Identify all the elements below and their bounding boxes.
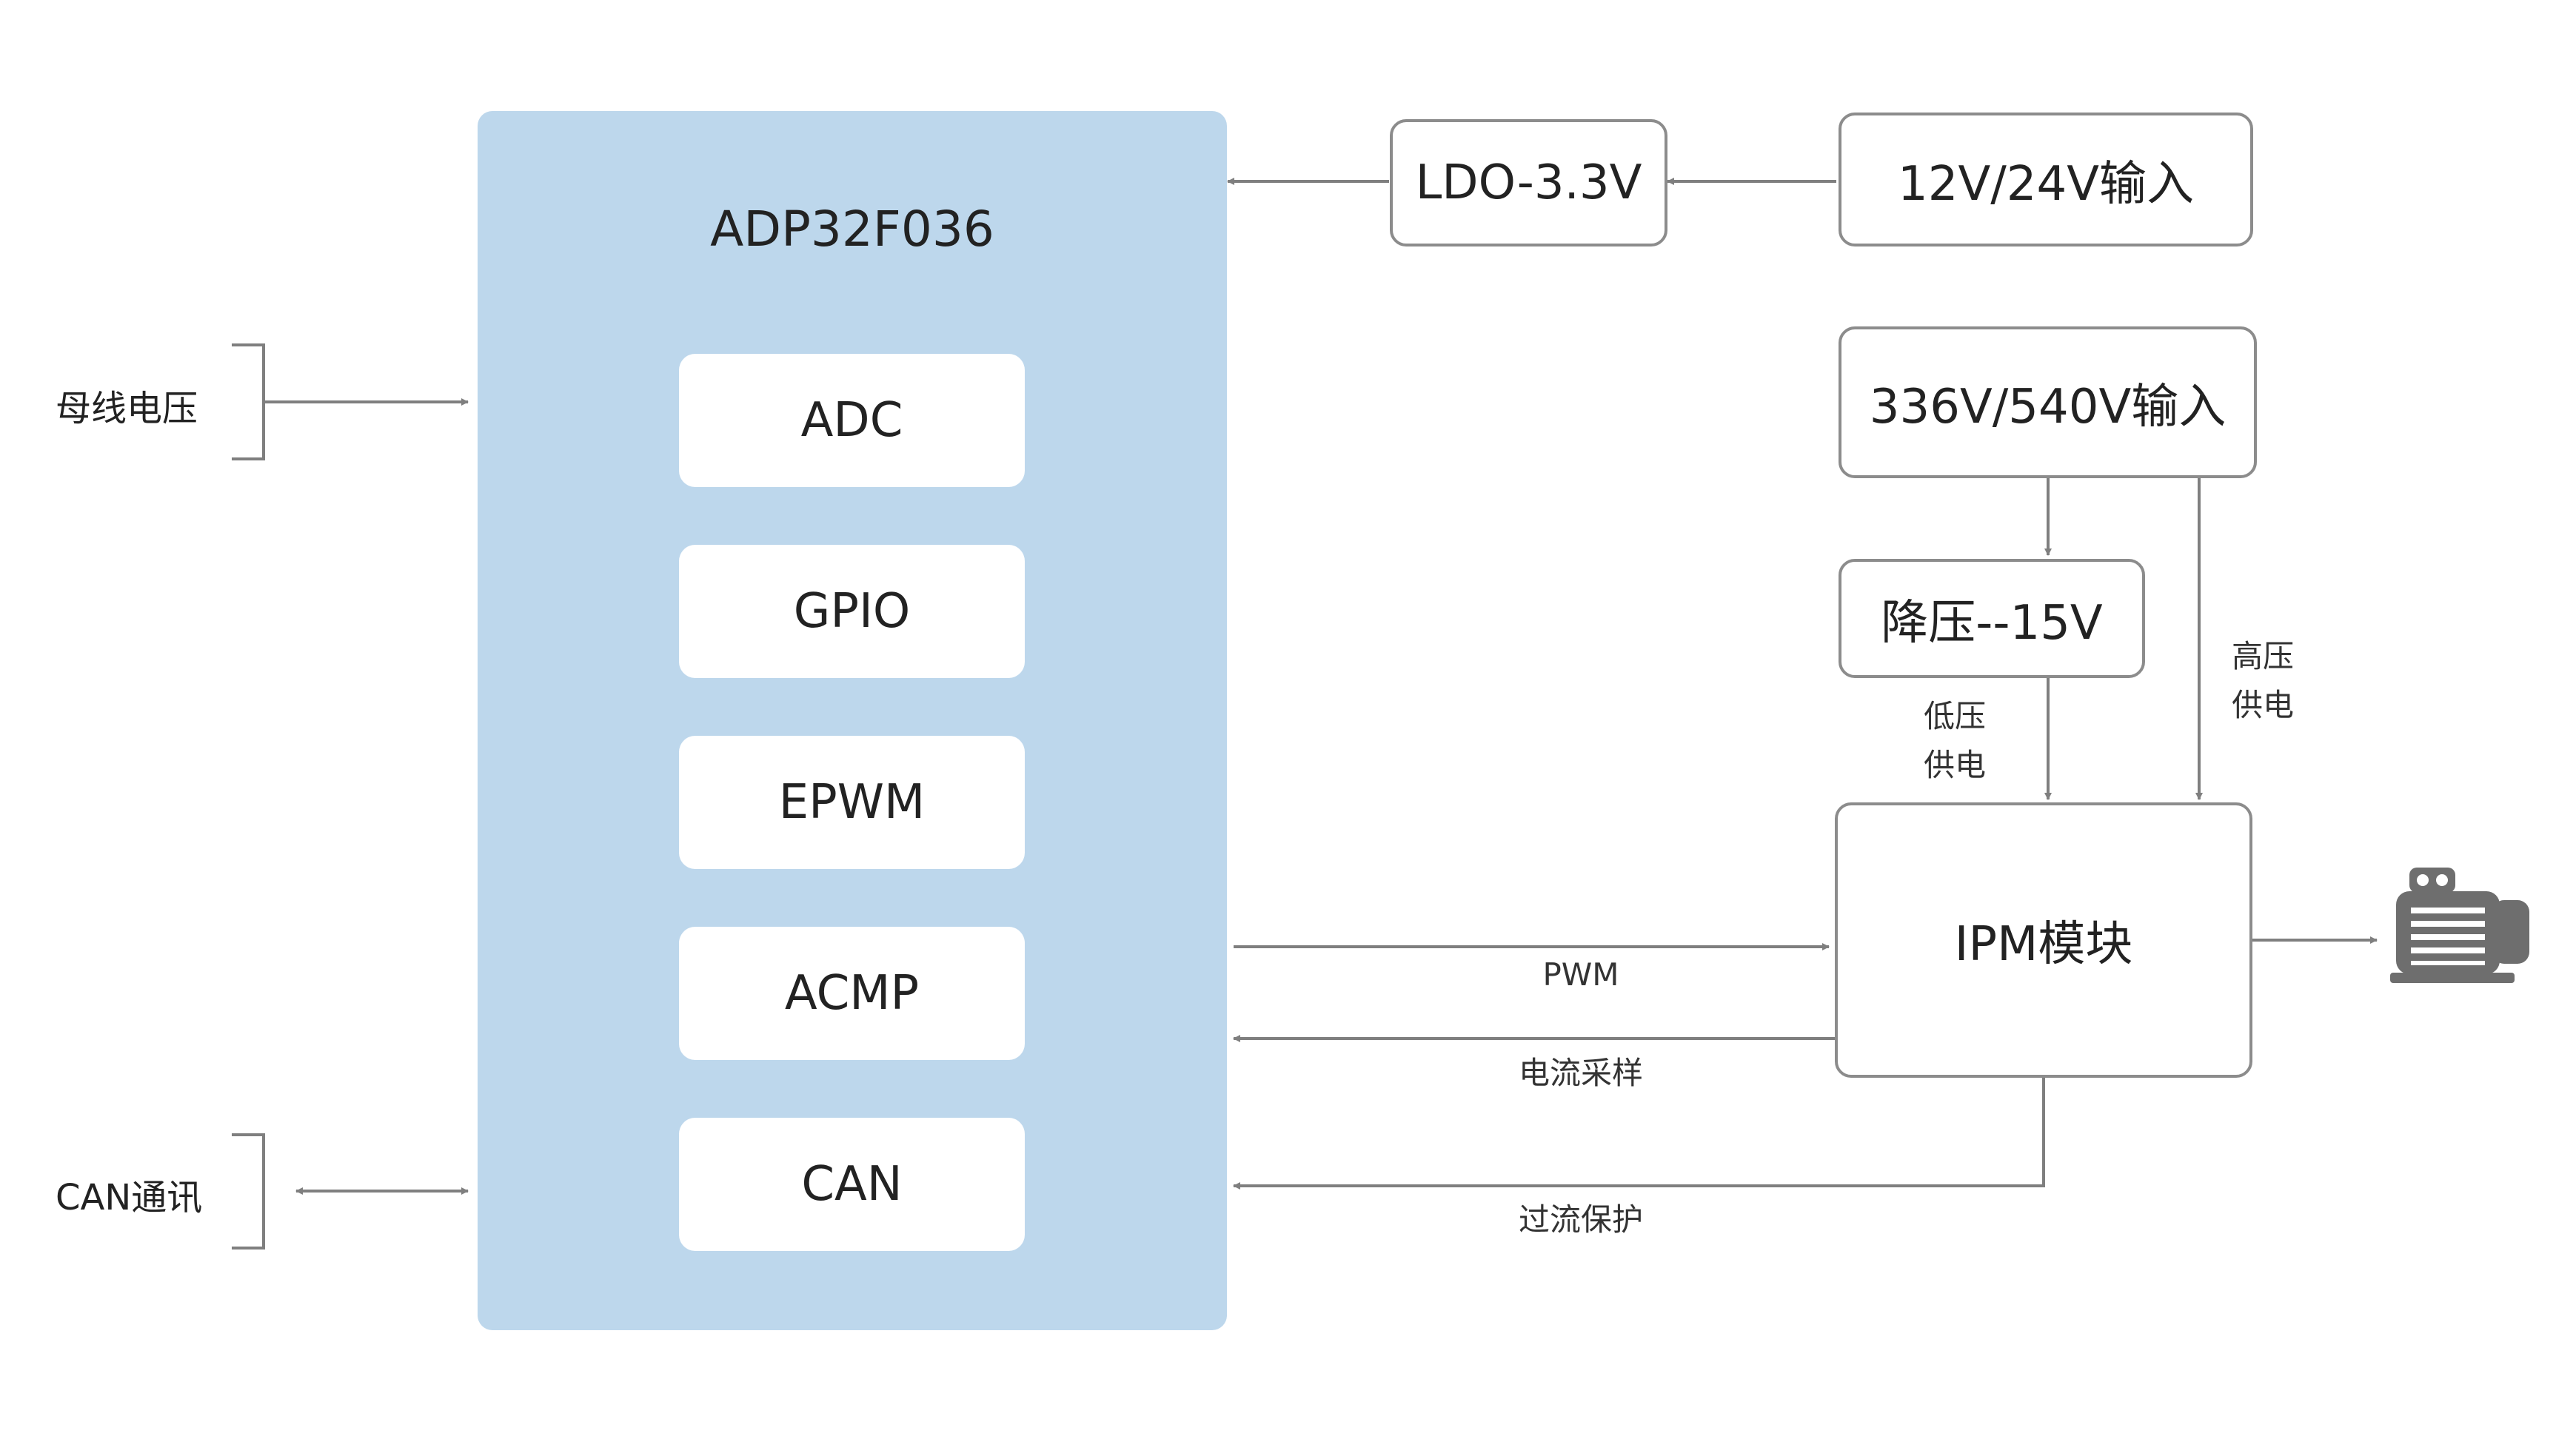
module-adc: ADC — [679, 354, 1025, 487]
over-current-protection-label: 过流保护 — [1518, 1201, 1643, 1238]
pwm-signal-label: PWM — [1542, 956, 1619, 993]
ipm-module-box: IPM模块 — [1835, 802, 2252, 1078]
high-supply-line-2: 供电 — [2231, 687, 2294, 723]
module-can: CAN — [679, 1118, 1025, 1251]
module-acmp: ACMP — [679, 927, 1025, 1060]
motor-icon — [2390, 868, 2529, 983]
current-sample-label: 电流采样 — [1518, 1055, 1643, 1091]
arrow-over-current — [1233, 1078, 2045, 1190]
can-communication-label: CAN通讯 — [56, 1177, 203, 1218]
low-supply-line-1: 低压 — [1923, 698, 1986, 734]
input-336v-540v-box: 336V/540V输入 — [1839, 326, 2257, 478]
module-epwm: EPWM — [679, 736, 1025, 869]
low-voltage-supply-label: 低压 供电 — [1896, 692, 2014, 790]
high-supply-line-1: 高压 — [2231, 638, 2294, 674]
input-12v-24v-box: 12V/24V输入 — [1839, 113, 2253, 246]
bracket-bus-voltage — [232, 343, 265, 460]
bracket-can — [232, 1133, 265, 1250]
high-voltage-supply-label: 高压 供电 — [2204, 632, 2322, 730]
low-supply-line-2: 供电 — [1923, 747, 1986, 783]
bus-voltage-label: 母线电压 — [56, 388, 198, 429]
mcu-title: ADP32F036 — [710, 201, 994, 258]
ldo-box: LDO-3.3V — [1390, 119, 1667, 246]
module-gpio: GPIO — [679, 545, 1025, 678]
buck-15v-box: 降压--15V — [1839, 559, 2145, 678]
